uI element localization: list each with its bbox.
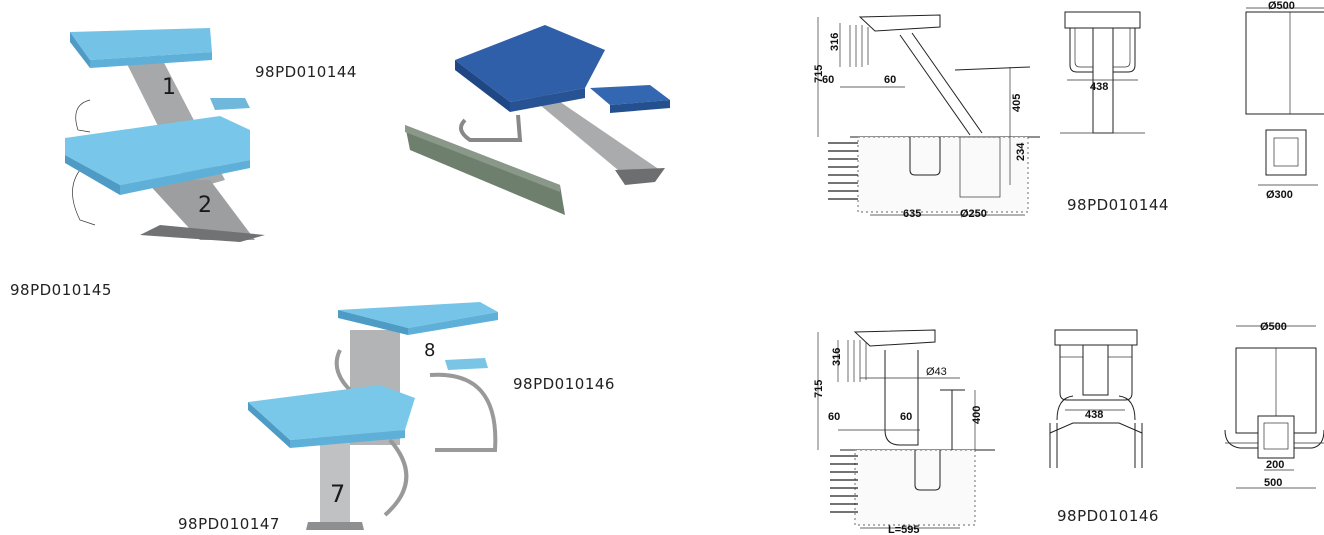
dim-234: 234 [1015,142,1027,161]
product-code-98PD010145-label: 98PD010145 [10,281,112,299]
dim-250: Ø250 [960,208,987,220]
dim-200: 200 [1266,459,1284,471]
dim-43: Ø43 [926,366,947,378]
dim-300: Ø300 [1266,189,1293,201]
drawing-144-dimension-labels: 715 316 60 60 405 234 635 Ø250 [813,33,1027,220]
starting-block-image-145 [65,28,265,242]
dim-500-bottom: 500 [1264,477,1282,489]
drawing-146-dimension-labels: 715 316 60 60 Ø43 400 L=595 [813,348,983,535]
dim-60-right: 60 [884,74,896,86]
technical-drawing-98PD010146-front [1049,329,1143,468]
technical-drawing-98PD010146-top [1224,325,1324,489]
product-code-98PD010147-label: 98PD010147 [178,515,280,533]
starting-block-image-147 [248,302,498,530]
product-code-98PD010146-label: 98PD010146 [513,375,615,393]
dim-635: 635 [903,208,921,220]
dim-316: 316 [831,348,843,366]
block-number-1: 1 [162,75,176,100]
block-number-7: 7 [330,480,346,508]
product-code-98PD010144-label: 98PD010144 [255,63,357,81]
block-number-8: 8 [424,340,436,361]
block-number-2: 2 [198,193,212,218]
dim-60-left: 60 [828,411,840,423]
technical-drawing-98PD010144-side [817,14,1040,216]
dim-438: 438 [1085,409,1103,421]
dim-438: 438 [1090,81,1108,93]
drawing-144-front-labels: 438 [1090,81,1108,93]
dim-715: 715 [813,380,825,398]
dim-400: 400 [971,406,983,424]
technical-drawing-98PD010144-front [1060,11,1145,134]
dim-500: Ø500 [1268,0,1295,12]
drawing-144-top-labels: Ø500 Ø300 [1266,0,1295,201]
dim-60-left: 60 [822,74,834,86]
dim-60-right: 60 [900,411,912,423]
drawing-code-98PD010144: 98PD010144 [1067,196,1169,214]
dim-316: 316 [829,33,841,51]
dim-l595: L=595 [888,524,920,535]
technical-drawing-98PD010144-top [1245,7,1324,186]
technical-drawing-98PD010146-side [817,329,995,529]
starting-block-image-dark [405,25,670,215]
drawing-146-front-labels: 438 [1085,409,1103,421]
dim-405: 405 [1011,94,1023,112]
dim-500: Ø500 [1260,321,1287,333]
drawing-146-top-labels: Ø500 200 500 [1260,321,1287,489]
dim-715: 715 [813,65,825,83]
drawing-code-98PD010146: 98PD010146 [1057,507,1159,525]
